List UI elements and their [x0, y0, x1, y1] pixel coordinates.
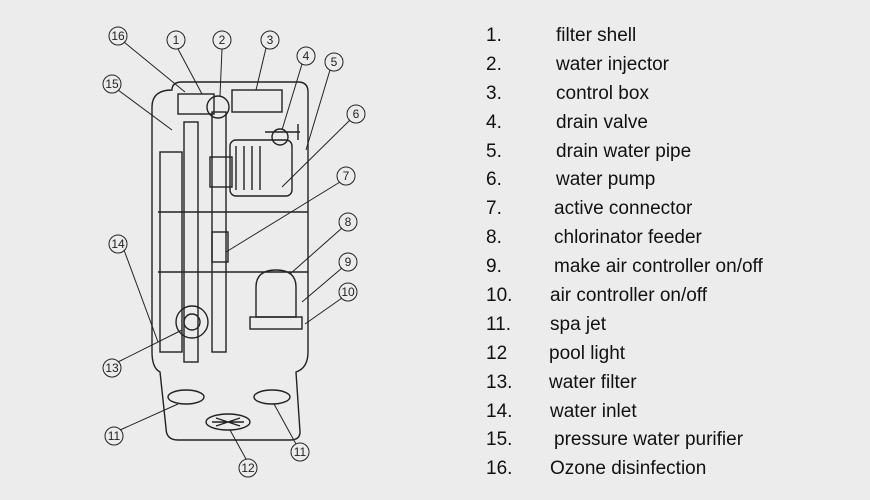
- callout-10: 10: [341, 285, 355, 299]
- callout-13: 13: [105, 361, 119, 375]
- callout-8: 8: [345, 215, 352, 229]
- callout-2: 2: [219, 33, 226, 47]
- legend-item: 3.control box: [486, 82, 649, 104]
- chlorinator-feeder: [255, 269, 297, 318]
- legend-item: 5.drain water pipe: [486, 140, 692, 162]
- callout-4: 4: [303, 49, 310, 63]
- legend-item: 11.spa jet: [486, 313, 606, 335]
- callout-1: 1: [173, 33, 180, 47]
- callout-6: 6: [353, 107, 360, 121]
- spa-jet-left: [167, 389, 205, 405]
- legend-item: 4.drain valve: [486, 111, 648, 133]
- callout-16: 16: [111, 29, 125, 43]
- callout-3: 3: [267, 33, 274, 47]
- legend-item: 7.active connector: [486, 198, 693, 220]
- spa-jet-right: [253, 389, 291, 405]
- parts-legend: 1.filter shell 2.water injector 3.contro…: [486, 22, 866, 484]
- callout-9: 9: [345, 255, 352, 269]
- water-filter: [175, 305, 209, 339]
- pipe-left: [159, 151, 183, 353]
- housing-outline: [151, 81, 309, 441]
- legend-item: 2.water injector: [486, 53, 669, 75]
- legend-item: 13.water filter: [486, 371, 637, 393]
- pool-light: [205, 413, 251, 431]
- legend-item: 6.water pump: [486, 169, 656, 191]
- water-pump: [229, 139, 293, 197]
- callout-11b: 11: [294, 445, 307, 459]
- legend-item: 9.make air controller on/off: [486, 256, 763, 278]
- legend-item: 16.Ozone disinfection: [486, 458, 707, 480]
- callout-11a: 11: [108, 429, 121, 443]
- control-box: [231, 89, 283, 113]
- callout-5: 5: [331, 55, 338, 69]
- legend-item: 10.air controller on/off: [486, 285, 708, 307]
- legend-item: 1.filter shell: [486, 25, 637, 46]
- filter-unit-diagram: 16 1 2 3 4 5 15 6 7 8 14 9 10 13 11 11 1…: [102, 26, 366, 478]
- legend-item: 8.chlorinator feeder: [486, 227, 702, 249]
- callout-12: 12: [241, 461, 255, 475]
- callout-14: 14: [111, 237, 125, 251]
- legend-item: 15.pressure water purifier: [486, 429, 744, 451]
- callout-7: 7: [343, 169, 350, 183]
- callout-15: 15: [105, 77, 119, 91]
- legend-item: 14.water inlet: [486, 400, 637, 422]
